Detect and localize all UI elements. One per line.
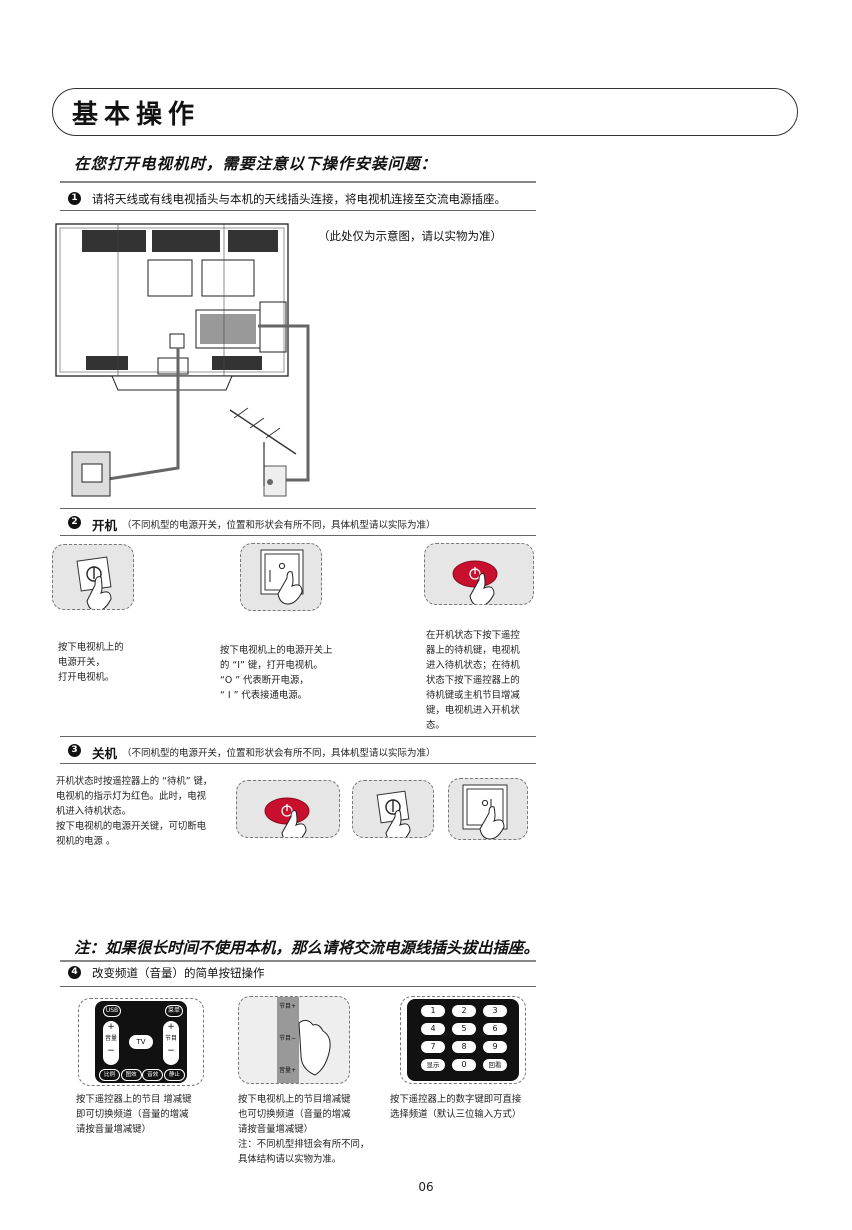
power-knob-icon	[76, 556, 112, 612]
freeze-key: 静止	[163, 1069, 185, 1081]
antenna	[229, 407, 297, 486]
hand-pointer-icon	[298, 1019, 331, 1076]
key-1: 1	[421, 1005, 445, 1017]
power-knob-icon	[376, 790, 411, 844]
standby-button-icon	[264, 797, 310, 844]
step-4-desc-c: 按下遥控器上的数字键即可直接 选择频道（默认三位输入方式）	[390, 1094, 522, 1120]
volume-rocker: + 音量 −	[103, 1021, 119, 1065]
volume-plus-label: +	[107, 1022, 115, 1032]
key-3: 3	[483, 1005, 507, 1017]
key-9: 9	[483, 1041, 507, 1053]
remote-standby-off-illustration	[236, 780, 340, 844]
step-4-bullet: 4	[68, 966, 81, 979]
tv-rear-illustration	[55, 223, 310, 497]
power-knob-illustration	[52, 544, 134, 612]
warning-note: 注：如果很长时间不使用本机，那么请将交流电源线插头拔出插座。	[74, 938, 540, 957]
antenna-cable	[258, 324, 310, 497]
key-0: 0	[452, 1059, 476, 1071]
step-4-desc-a: 按下遥控器上的节目 增减键 即可切换频道（音量的增减 请按音量增减键）	[76, 1094, 192, 1135]
remote-channel-keys-illustration: USB 菜单 + 音量 − TV + 节目 − 比例 图效 音效 静止	[78, 998, 204, 1086]
remote-number-keys-illustration: 1 2 3 4 5 6 7 8 9 显示 0 回看	[400, 996, 526, 1084]
tv-side-keys-illustration: 节目+ 节目− 音量+	[238, 996, 350, 1084]
step-1-bullet: 1	[68, 192, 81, 205]
volume-label: 音量	[104, 1035, 117, 1042]
volume-minus-label: −	[107, 1046, 115, 1056]
recall-key: 回看	[483, 1059, 507, 1071]
step-1-text: 请将天线或有线电视插头与本机的天线插头连接，将电视机连接至交流电源插座。	[92, 192, 506, 206]
display-key: 显示	[421, 1059, 445, 1071]
side-key-volume-up: 音量+	[279, 1067, 297, 1074]
step-4-desc-b: 按下电视机上的节目增减键 也可切换频道（音量的增减 请按音量增减键） 注：不同机…	[238, 1094, 370, 1165]
step-3-desc: 开机状态时按遥控器上的 “待机” 键， 电视机的指示灯为红色。此时，电视 机进入…	[56, 776, 213, 847]
aspect-key: 比例	[99, 1069, 120, 1081]
step-3-note: （不同机型的电源开关，位置和形状会有所不同，具体机型请以实际为准）	[122, 748, 436, 759]
rocker-switch-icon	[260, 549, 304, 605]
key-4: 4	[421, 1023, 445, 1035]
key-6: 6	[483, 1023, 507, 1035]
divider	[60, 960, 536, 962]
title-frame	[52, 88, 798, 136]
step-3-bullet: 3	[68, 744, 81, 757]
key-2: 2	[452, 1005, 476, 1017]
power-knob-off-illustration	[352, 780, 434, 844]
step-2-desc-b: 按下电视机上的电源开关上 的 “I” 键，打开电视机。 “O ” 代表断开电源，…	[220, 645, 333, 701]
step-2-title: 开机	[92, 518, 118, 533]
menu-key: 菜单	[165, 1005, 183, 1017]
step-2-desc-c: 在开机状态下按下遥控 器上的待机键，电视机 进入待机状态；在待机 状态下按下遥控…	[426, 630, 520, 731]
power-cable	[71, 348, 180, 497]
key-5: 5	[452, 1023, 476, 1035]
number-pad: 1 2 3 4 5 6 7 8 9 显示 0 回看	[421, 1005, 507, 1071]
remote-standby-illustration	[424, 543, 534, 607]
intro-heading: 在您打开电视机时，需要注意以下操作安装问题：	[74, 154, 438, 173]
picture-key: 图效	[120, 1069, 142, 1081]
tv-key: TV	[129, 1035, 153, 1049]
key-8: 8	[452, 1041, 476, 1053]
illustration-caption: （此处仅为示意图，请以实物为准）	[318, 229, 502, 243]
divider	[60, 736, 536, 737]
program-minus-label: −	[167, 1046, 175, 1056]
key-7: 7	[421, 1041, 445, 1053]
divider	[60, 763, 536, 764]
divider	[60, 535, 536, 536]
divider	[60, 181, 536, 183]
step-2-note: （不同机型的电源开关，位置和形状会有所不同，具体机型请以实际为准）	[122, 520, 436, 531]
rocker-switch-icon	[462, 784, 508, 840]
power-switch-illustration	[240, 543, 322, 611]
step-2-bullet: 2	[68, 516, 81, 529]
divider	[60, 986, 536, 987]
usb-key: USB	[103, 1005, 121, 1017]
program-rocker: + 节目 −	[163, 1021, 179, 1065]
remote-bottom-keys: 比例 图效 音效 静止	[99, 1069, 185, 1081]
step-2-desc-a: 按下电视机上的 电源开关， 打开电视机。	[58, 642, 124, 683]
divider	[60, 210, 536, 211]
step-4-title: 改变频道（音量）的简单按钮操作	[92, 966, 265, 980]
program-plus-label: +	[167, 1022, 175, 1032]
tv-rear-panel	[55, 223, 289, 377]
side-key-program-down: 节目−	[279, 1035, 297, 1042]
side-key-program-up: 节目+	[279, 1003, 297, 1010]
divider	[60, 508, 536, 509]
step-3-title: 关机	[92, 746, 118, 761]
program-label: 节目	[164, 1035, 177, 1042]
power-switch-off-illustration	[448, 778, 528, 840]
side-panel	[277, 997, 299, 1083]
page-title: 基本操作	[72, 100, 201, 130]
standby-button-icon	[452, 560, 498, 607]
page-number: 06	[418, 1180, 434, 1194]
sound-key: 音效	[142, 1069, 164, 1081]
tv-stand	[111, 375, 233, 391]
